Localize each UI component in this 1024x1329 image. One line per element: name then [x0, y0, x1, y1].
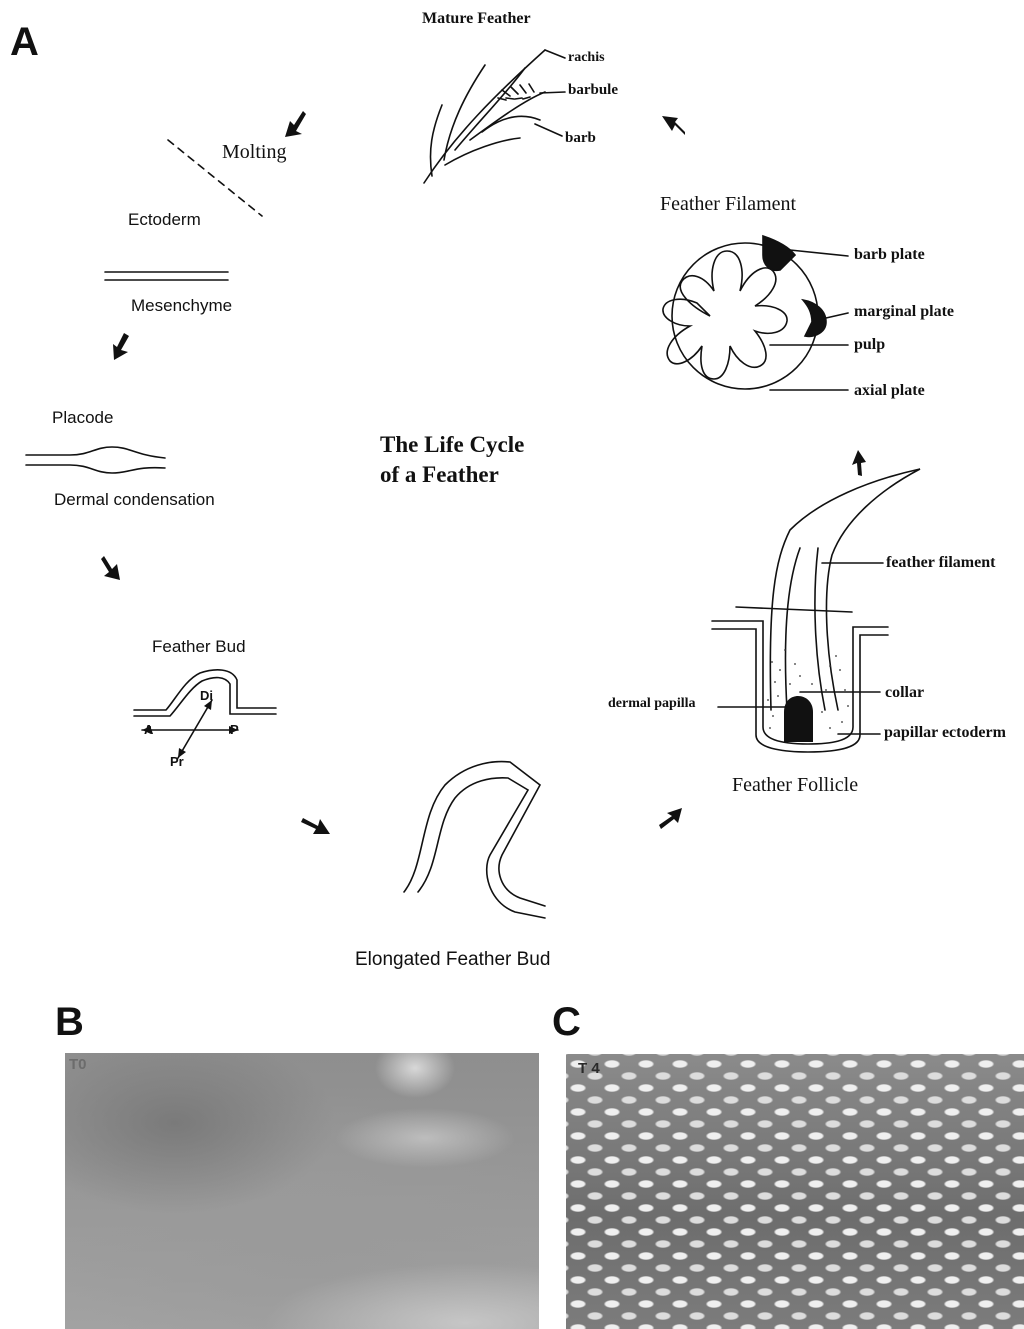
papillar-ectoderm-label: papillar ectoderm	[884, 724, 1006, 742]
cycle-arrow-elongated	[659, 808, 682, 829]
panel-label-c: C	[552, 1002, 581, 1042]
feather-filament-label: Feather Filament	[660, 193, 796, 216]
cycle-arrow-feather-bud	[301, 818, 330, 834]
barb-plate-label: barb plate	[854, 246, 925, 264]
cycle-arrow-follicle	[852, 450, 866, 476]
feather-follicle-label: Feather Follicle	[732, 774, 858, 797]
cycle-arrow-molting	[285, 111, 306, 137]
marginal-plate-label: marginal plate	[854, 303, 954, 321]
dermal-condensation-label: Dermal condensation	[54, 490, 215, 510]
title-line-1: The Life Cycle	[380, 430, 524, 460]
title-line-2: of a Feather	[380, 460, 524, 490]
mature-feather-drawing	[424, 50, 565, 183]
cycle-arrow-placode	[101, 556, 120, 580]
feather-filament-cross-section	[663, 236, 826, 389]
bud-axis-pr: Pr	[170, 754, 184, 769]
mesenchyme-label: Mesenchyme	[131, 296, 232, 316]
axial-plate-label: axial plate	[854, 382, 925, 400]
ectoderm-label: Ectoderm	[128, 210, 201, 230]
bud-axis-di: Di	[200, 688, 213, 703]
ectoderm-mesenchyme-lines	[105, 272, 228, 280]
elongated-feather-bud-label: Elongated Feather Bud	[355, 949, 550, 971]
photo-b-tag: T0	[69, 1056, 87, 1073]
feather-follicle-drawing	[712, 469, 920, 752]
collar-label: collar	[885, 684, 924, 702]
mature-feather-label: Mature Feather	[422, 10, 531, 28]
photo-panel-b: T0	[65, 1053, 539, 1329]
elongated-bud-drawing	[404, 762, 545, 918]
bud-axis-a: A	[144, 722, 153, 737]
follicle-feather-filament-label: feather filament	[886, 554, 995, 572]
diagram-title: The Life Cycle of a Feather	[380, 430, 524, 490]
pulp-label: pulp	[854, 336, 885, 354]
barb-label: barb	[565, 130, 596, 147]
cycle-arrow-mesenchyme	[113, 333, 129, 360]
bud-axis-lines	[142, 700, 238, 758]
cycle-arrow-filament	[662, 116, 685, 135]
photo-panel-c: T 4	[566, 1054, 1024, 1329]
placode-drawing	[26, 447, 165, 473]
bud-axis-p: P	[230, 722, 239, 737]
barbule-label: barbule	[568, 82, 618, 99]
photo-c-tag: T 4	[578, 1060, 600, 1077]
molting-label: Molting	[222, 141, 286, 164]
rachis-label: rachis	[568, 50, 605, 66]
dermal-papilla-label: dermal papilla	[608, 696, 696, 712]
feather-bud-label: Feather Bud	[152, 637, 246, 657]
panel-label-b: B	[55, 1002, 84, 1042]
placode-label: Placode	[52, 408, 113, 428]
